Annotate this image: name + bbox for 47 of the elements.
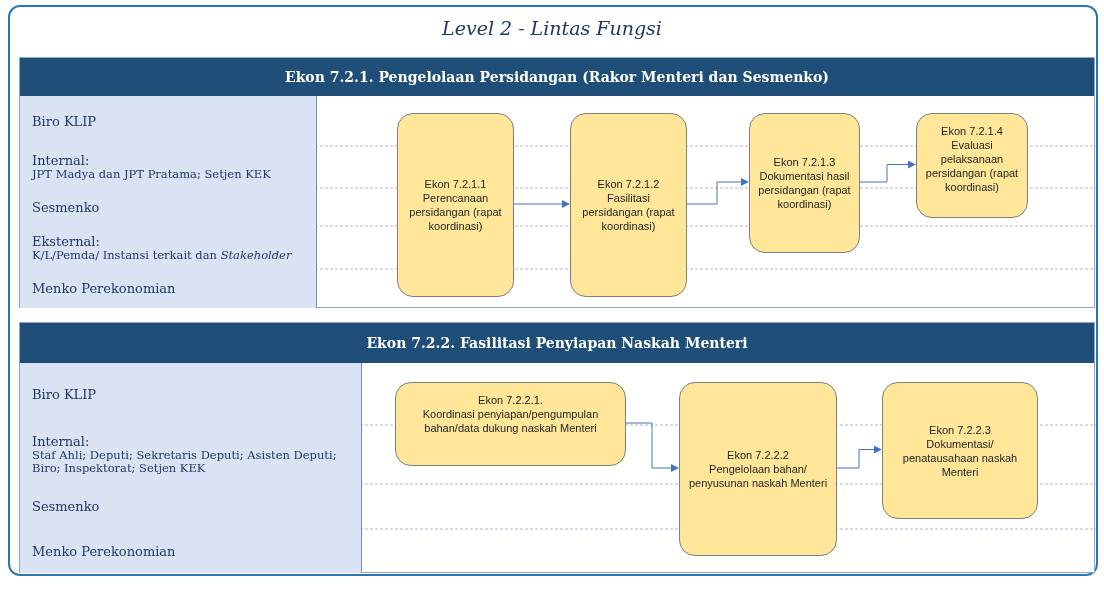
process-code: Ekon 7.2.1.1 — [424, 177, 487, 191]
arrow — [685, 178, 749, 205]
process-code: Ekon 7.2.1.2 — [597, 177, 660, 191]
process-label: Evaluasi pelaksanaan persidangan (rapat koordinasi) — [925, 138, 1019, 194]
process-label: Fasilitasi persidangan (rapat koordinasi) — [581, 191, 676, 233]
lane-name: Sesmenko — [32, 199, 101, 215]
process-code: Ekon 7.2.1.4 — [941, 124, 1003, 138]
lane-description: Staf Ahli; Deputi; Sekretaris Deputi; Asisten Deputi; Biro; Inspektorat; Setjen KEK — [32, 449, 338, 475]
lane-name: Menko Perekonomian — [32, 281, 177, 296]
swimlane-pool — [19, 57, 1095, 308]
process-code: Ekon 7.2.2.3 — [929, 422, 991, 437]
process-label: Pengelolaan bahan/ penyusunan naskah Menteri — [688, 462, 828, 490]
diagram-title: Level 2 - Lintas Fungsi — [440, 17, 663, 39]
lane-name: Eksternal: — [32, 233, 101, 249]
lane-name: Internal: — [32, 434, 91, 449]
process-label: Dokumentasi/ penatausahaan naskah Menteri — [901, 436, 1019, 479]
lane-name: Biro KLIP — [32, 113, 98, 129]
process-box — [749, 113, 860, 253]
process-box — [395, 382, 626, 466]
process-label: Dokumentasi hasil persidangan (rapat koordinasi) — [758, 169, 851, 211]
lane-name: Menko Perekonomian — [32, 543, 177, 559]
pool-header: Ekon 7.2.1. Pengelolaan Persidangan (Rakor Menteri dan Sesmenko) — [20, 58, 1094, 96]
lane-label — [20, 96, 317, 146]
arrow — [835, 445, 882, 469]
process-code: Ekon 7.2.2.2 — [727, 448, 789, 462]
process-code: Ekon 7.2.2.1. — [478, 393, 543, 407]
arrow — [512, 200, 570, 208]
lane-label — [20, 269, 317, 308]
lane-label — [20, 529, 362, 573]
process-code: Ekon 7.2.1.3 — [773, 155, 836, 169]
process-box — [397, 113, 514, 297]
pool-header: Ekon 7.2.2. Fasilitasi Penyiapan Naskah Menteri — [20, 323, 1094, 363]
lane-name: Biro KLIP — [32, 386, 98, 402]
process-box — [916, 113, 1028, 218]
swimlane-pool — [19, 322, 1095, 573]
arrow — [858, 160, 916, 183]
lane-name: Internal: — [32, 153, 91, 168]
lane-label — [20, 363, 362, 425]
lane-name: Sesmenko — [32, 499, 101, 514]
process-label: Perencanaan persidangan (rapat koordinasi) — [408, 191, 503, 233]
process-label: Koordinasi penyiapan/pengumpulan bahan/data dukung naskah Menteri — [421, 407, 600, 435]
process-box — [570, 113, 687, 297]
lane-description: K/L/Pemda/ Instansi terkait dan Stakeholder — [32, 248, 293, 262]
process-box — [679, 382, 837, 556]
lane-description: JPT Madya dan JPT Pratama; Setjen KEK — [32, 168, 272, 181]
process-box — [882, 382, 1038, 519]
arrow — [624, 422, 679, 472]
